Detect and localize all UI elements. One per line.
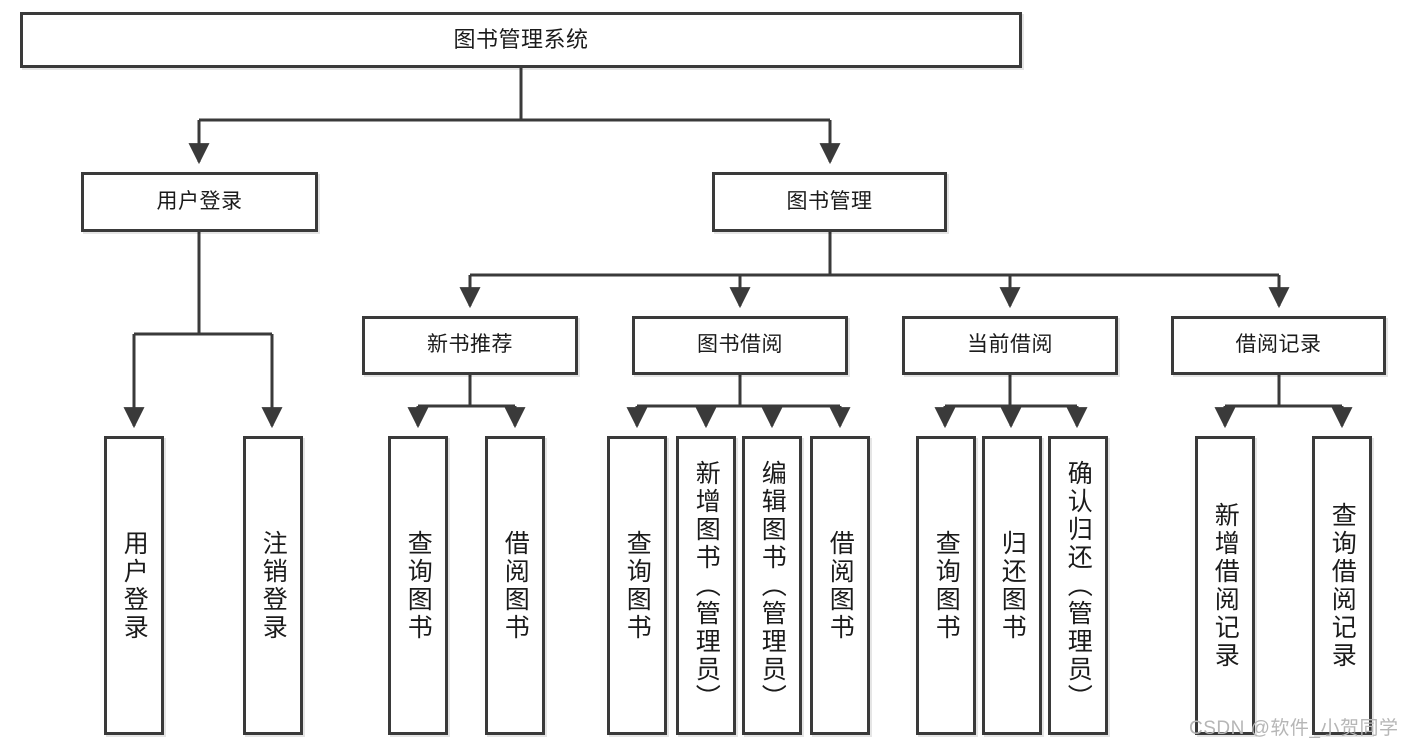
node-label: 确认归还（管理员） <box>1064 459 1093 712</box>
leaf-query-books-recommendation[interactable]: 查询图书 <box>388 436 448 735</box>
node-label: 新增借阅记录 <box>1211 501 1240 670</box>
node-label: 图书管理 <box>786 189 873 213</box>
leaf-query-books-borrowing[interactable]: 查询图书 <box>607 436 667 735</box>
leaf-borrow-books-recommendation[interactable]: 借阅图书 <box>485 436 545 735</box>
leaf-edit-book-admin[interactable]: 编辑图书（管理员） <box>742 436 802 735</box>
node-label: 借阅记录 <box>1235 333 1322 357</box>
node-label: 查询借阅记录 <box>1328 501 1357 670</box>
node-label: 归还图书 <box>998 529 1027 642</box>
node-current-borrowing[interactable]: 当前借阅 <box>902 316 1118 375</box>
node-label: 新增图书（管理员） <box>692 459 721 712</box>
node-label: 用户登录 <box>120 529 149 642</box>
leaf-confirm-return-admin[interactable]: 确认归还（管理员） <box>1048 436 1108 735</box>
node-label: 新书推荐 <box>427 333 513 357</box>
node-label: 注销登录 <box>259 529 288 642</box>
leaf-logout[interactable]: 注销登录 <box>243 436 303 735</box>
node-label: 当前借阅 <box>967 333 1053 357</box>
node-new-book-recommendation[interactable]: 新书推荐 <box>362 316 578 375</box>
leaf-add-borrowing-record[interactable]: 新增借阅记录 <box>1195 436 1255 735</box>
leaf-query-books-current[interactable]: 查询图书 <box>916 436 976 735</box>
node-book-borrowing[interactable]: 图书借阅 <box>632 316 848 375</box>
node-label: 用户登录 <box>156 189 243 213</box>
leaf-add-book-admin[interactable]: 新增图书（管理员） <box>676 436 736 735</box>
node-label: 图书管理系统 <box>453 27 589 53</box>
node-label: 查询图书 <box>404 529 433 642</box>
node-book-management[interactable]: 图书管理 <box>712 172 947 232</box>
node-label: 借阅图书 <box>826 529 855 642</box>
node-borrowing-records[interactable]: 借阅记录 <box>1171 316 1386 375</box>
leaf-query-borrowing-record[interactable]: 查询借阅记录 <box>1312 436 1372 735</box>
leaf-return-books[interactable]: 归还图书 <box>982 436 1042 735</box>
node-label: 查询图书 <box>932 529 961 642</box>
leaf-user-login[interactable]: 用户登录 <box>104 436 164 735</box>
node-user-login[interactable]: 用户登录 <box>81 172 318 232</box>
node-label: 编辑图书（管理员） <box>758 459 787 712</box>
node-label: 查询图书 <box>623 529 652 642</box>
node-label: 借阅图书 <box>501 529 530 642</box>
node-label: 图书借阅 <box>697 333 783 357</box>
node-root-library-management-system[interactable]: 图书管理系统 <box>20 12 1022 68</box>
leaf-borrow-books[interactable]: 借阅图书 <box>810 436 870 735</box>
